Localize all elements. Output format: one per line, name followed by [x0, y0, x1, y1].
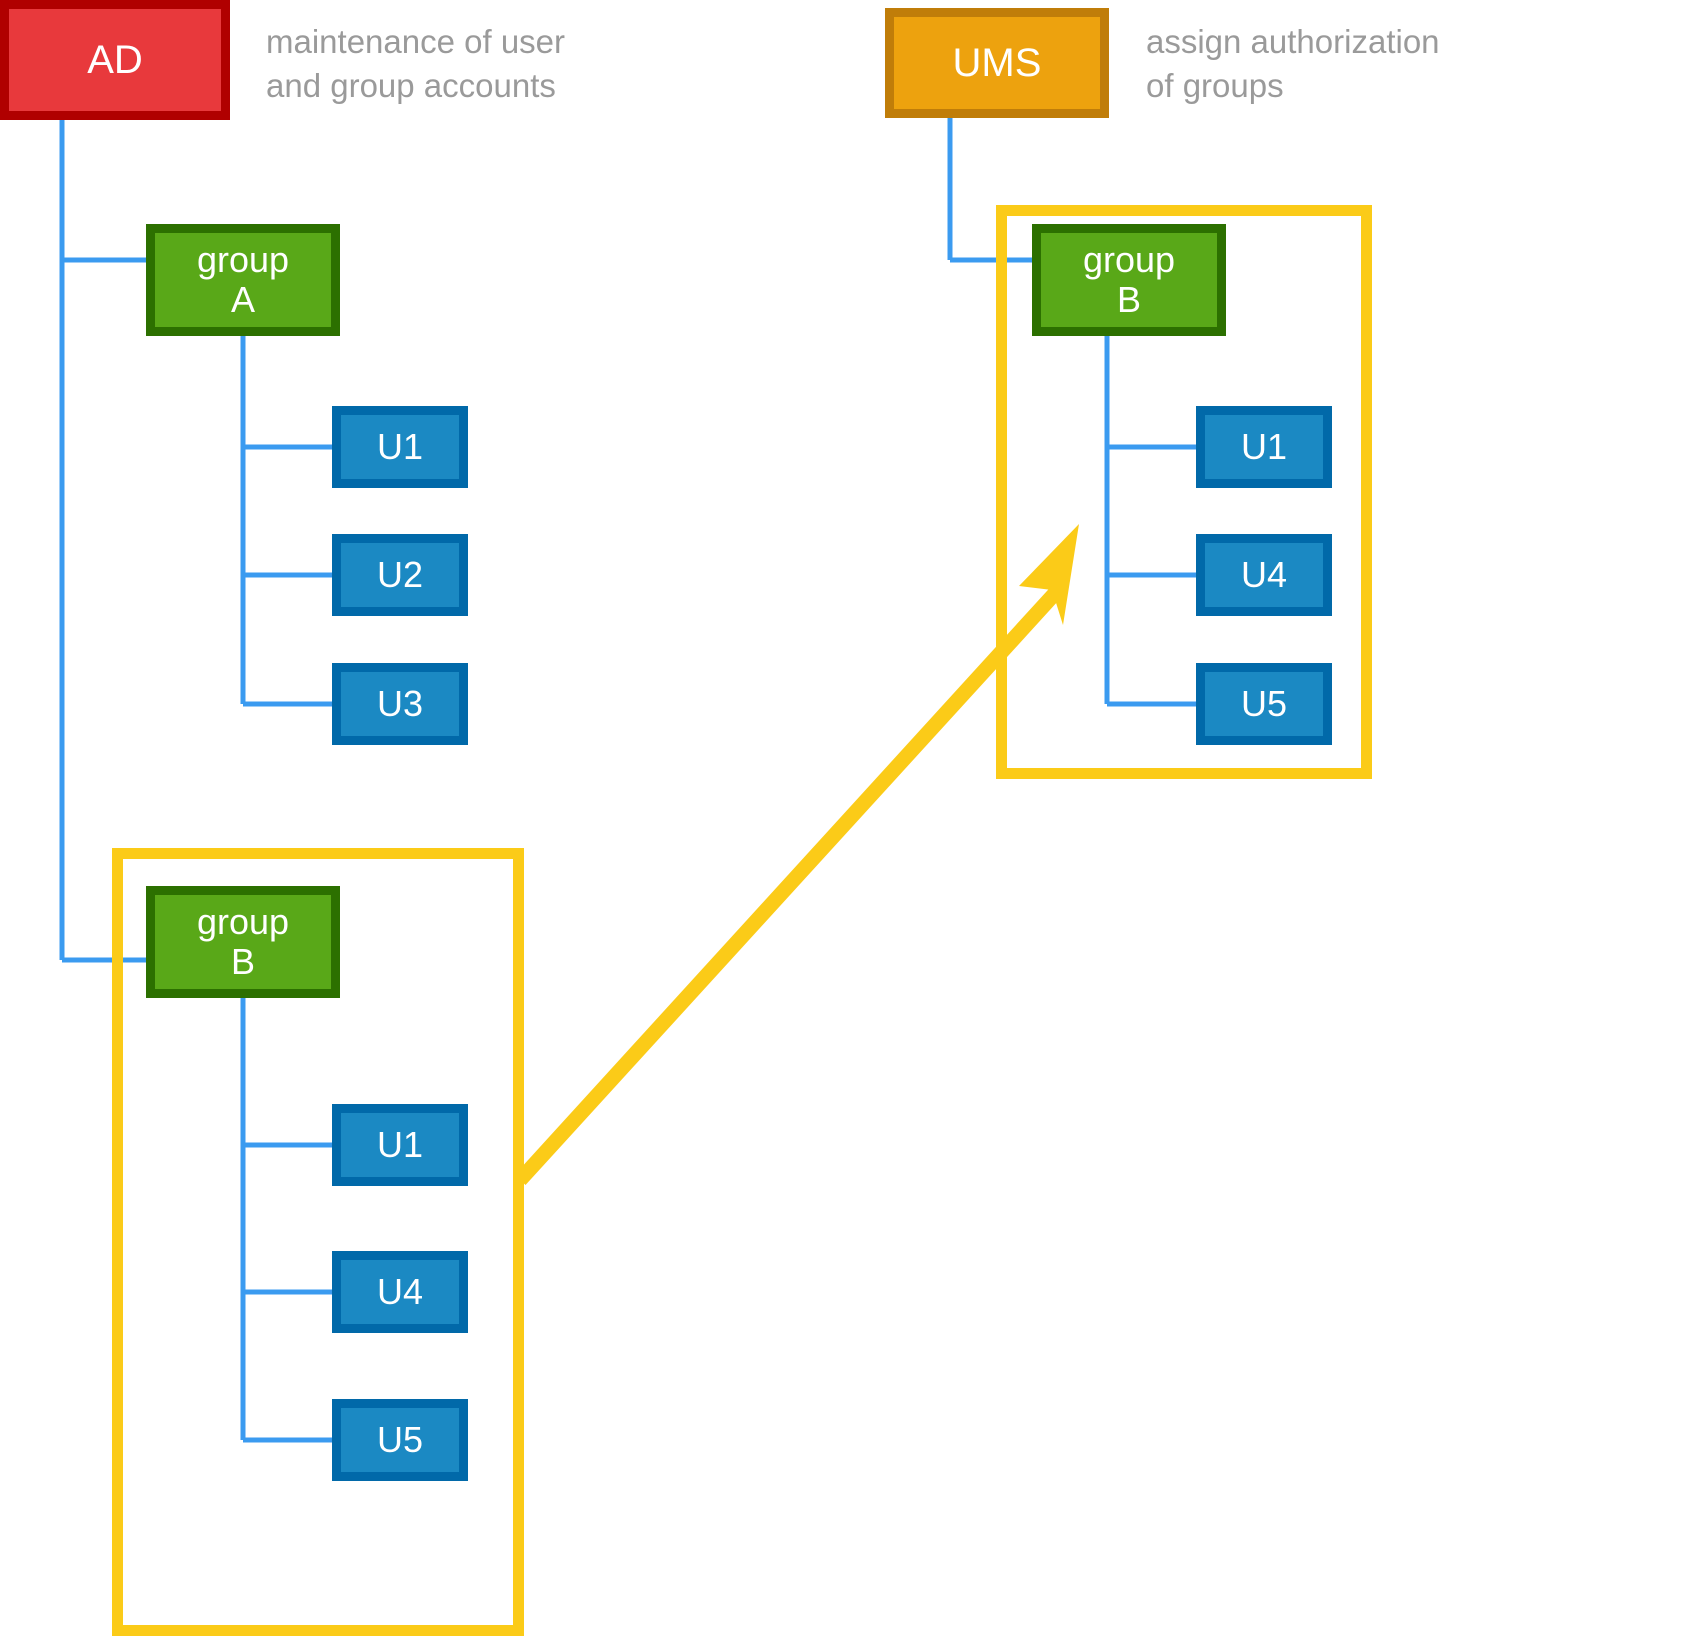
node-ad-group-b-user-u1[interactable]: U1 — [332, 1104, 468, 1186]
node-ad-group-b-user-u4[interactable]: U4 — [332, 1251, 468, 1333]
node-ums-group-b-user-u1-label: U1 — [1240, 425, 1288, 467]
node-ad-group-b-user-u5[interactable]: U5 — [332, 1399, 468, 1481]
node-ad-group-b-user-u4-label: U4 — [376, 1270, 424, 1312]
node-ad-group-b-user-u5-label: U5 — [376, 1418, 424, 1460]
ad-connectors — [59, 120, 146, 963]
node-ums-group-b-user-u4[interactable]: U4 — [1196, 534, 1332, 616]
node-ad-group-a-user-u3[interactable]: U3 — [332, 663, 468, 745]
node-ums-group-b-user-u1[interactable]: U1 — [1196, 406, 1332, 488]
node-ad-group-a-user-u3-label: U3 — [376, 682, 424, 724]
node-ad-label: AD — [87, 37, 143, 82]
ad-group-b-container — [112, 848, 524, 1636]
node-ad-group-a-user-u1[interactable]: U1 — [332, 406, 468, 488]
node-ad-group-b[interactable]: group B — [146, 886, 340, 998]
node-ums-label: UMS — [952, 40, 1042, 85]
node-ums-group-b-user-u5-label: U5 — [1240, 682, 1288, 724]
node-ad-group-a-user-u2[interactable]: U2 — [332, 534, 468, 616]
mapping-arrow-shaft — [514, 584, 1064, 1186]
node-ad-group-a[interactable]: group A — [146, 224, 340, 336]
node-ums-group-b-user-u5[interactable]: U5 — [1196, 663, 1332, 745]
node-ums-group-b-label: group B — [1082, 238, 1176, 320]
node-ums-group-b[interactable]: group B — [1032, 224, 1226, 336]
node-ad-group-a-user-u1-label: U1 — [376, 425, 424, 467]
ums-annotation: assign authorization of groups — [1146, 23, 1440, 104]
ums-group-b-container — [996, 205, 1372, 779]
node-ad-group-a-label: group A — [196, 238, 290, 320]
group-a-connectors — [240, 336, 332, 707]
node-ad-group-a-user-u2-label: U2 — [376, 553, 424, 595]
node-ums-group-b-user-u4-label: U4 — [1240, 553, 1288, 595]
ad-annotation: maintenance of user and group accounts — [266, 23, 566, 104]
node-ad-group-b-label: group B — [196, 900, 290, 982]
node-ad-group-b-user-u1-label: U1 — [376, 1123, 424, 1165]
node-ums[interactable]: UMS — [885, 8, 1109, 118]
node-ad[interactable]: AD — [0, 0, 230, 120]
